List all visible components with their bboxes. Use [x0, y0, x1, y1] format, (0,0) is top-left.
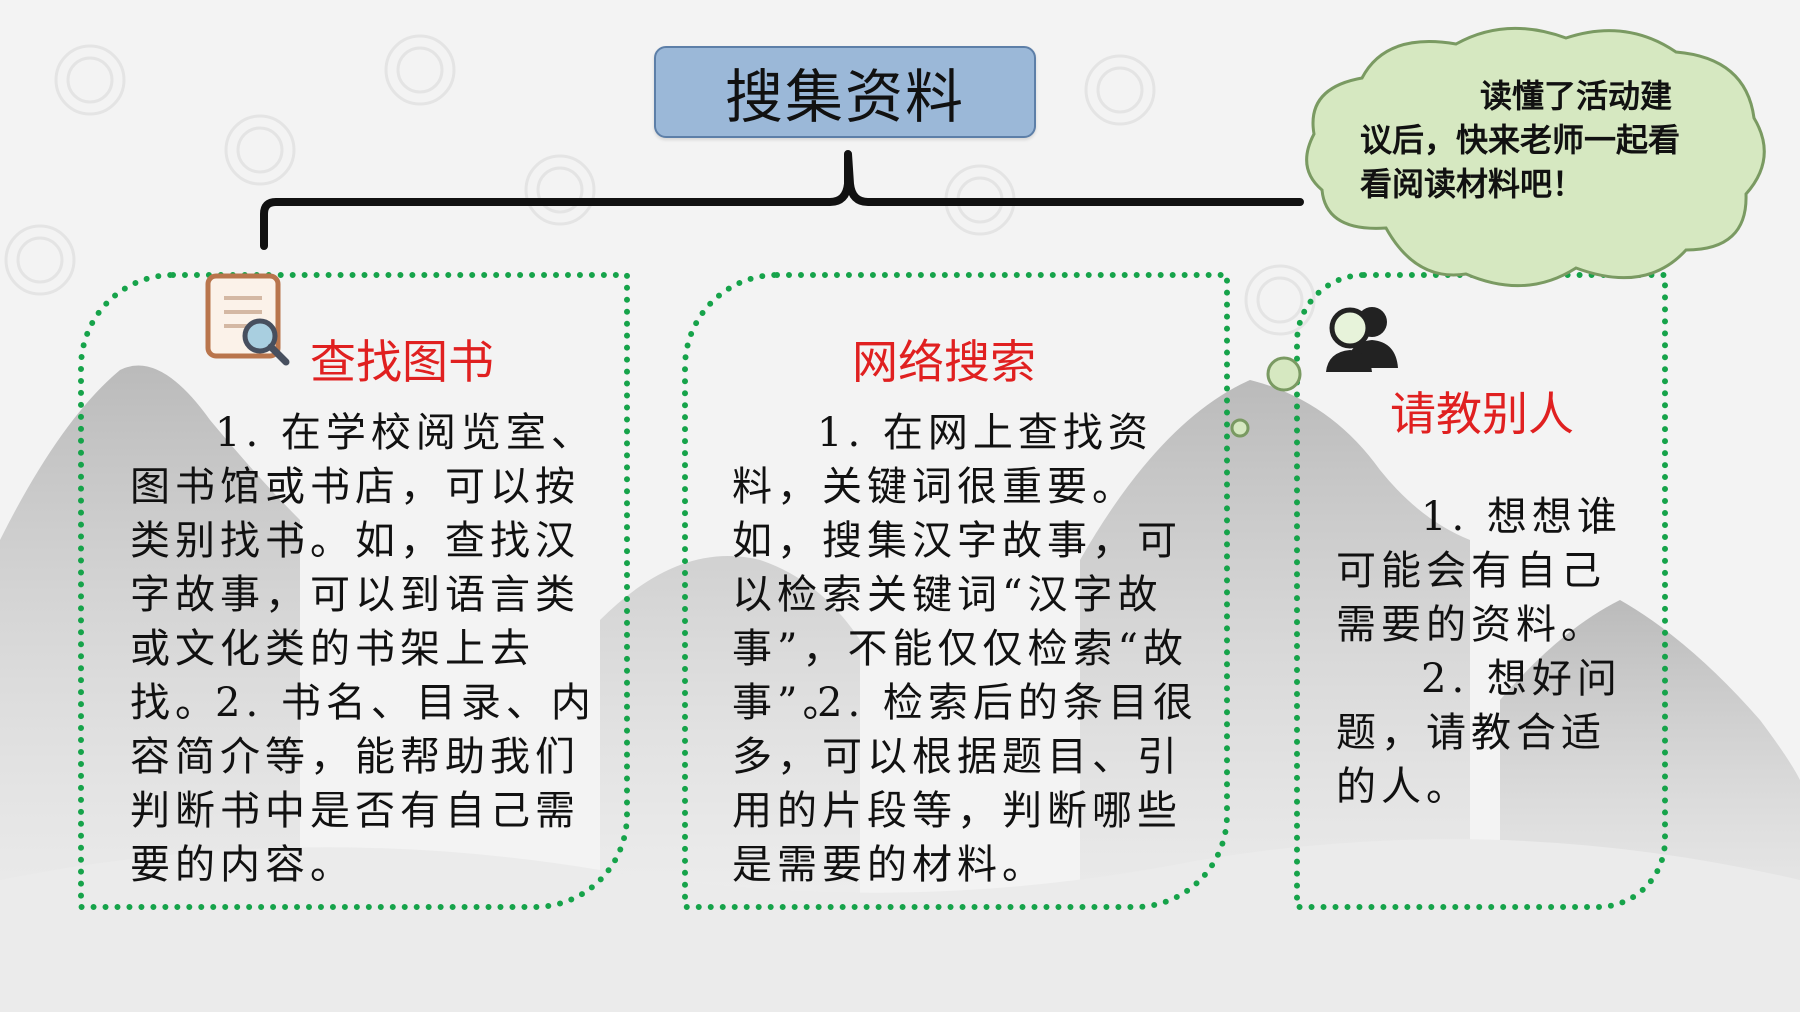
page-title: 搜集资料 — [724, 63, 965, 131]
card-paragraph: 1. 在网上查找资料，关键词很重要。如，搜集汉字故事，可以检索关键词“汉字故事”… — [732, 410, 1188, 726]
thought-bubble-tail-large — [1266, 356, 1302, 392]
thought-bubble — [1305, 26, 1766, 288]
thought-bubble-tail-small — [1230, 418, 1250, 438]
card-title-find-books: 查找图书 — [310, 335, 494, 389]
card-find-books: 查找图书 1. 在学校阅览室、图书馆或书店，可以按类别找书。如，查找汉字故事，可… — [78, 272, 630, 910]
card-title-ask-others: 请教别人 — [1390, 387, 1574, 441]
card-paragraph: 2. 想好问题，请教合适的人。 — [1336, 656, 1622, 810]
book-search-icon — [205, 273, 290, 366]
card-paragraph: 2. 书名、目录、内容简介等，能帮助我们判断书中是否有自己需要的内容。 — [130, 680, 596, 888]
people-icon — [1326, 307, 1398, 372]
card-title-web-search: 网络搜索 — [852, 335, 1036, 389]
card-paragraph: 2. 检索后的条目很多，可以根据题目、引用的片段等，判断哪些是需要的材料。 — [732, 680, 1198, 888]
card-web-search: 网络搜索 1. 在网上查找资料，关键词很重要。如，搜集汉字故事，可以检索关键词“… — [682, 272, 1230, 910]
card-paragraph: 1. 在学校阅览室、图书馆或书店，可以按类别找书。如，查找汉字故事，可以到语言类… — [130, 410, 596, 726]
card-ask-others: 请教别人 1. 想想谁可能会有自己需要的资料。 2. 想好问题，请教合适的人。 — [1294, 272, 1668, 910]
card-paragraph: 1. 想想谁可能会有自己需要的资料。 — [1336, 494, 1622, 648]
bubble-text: 读懂了活动建议后，快来老师一起看看阅读材料吧！ — [1360, 77, 1681, 203]
title-box: 搜集资料 — [654, 46, 1036, 138]
